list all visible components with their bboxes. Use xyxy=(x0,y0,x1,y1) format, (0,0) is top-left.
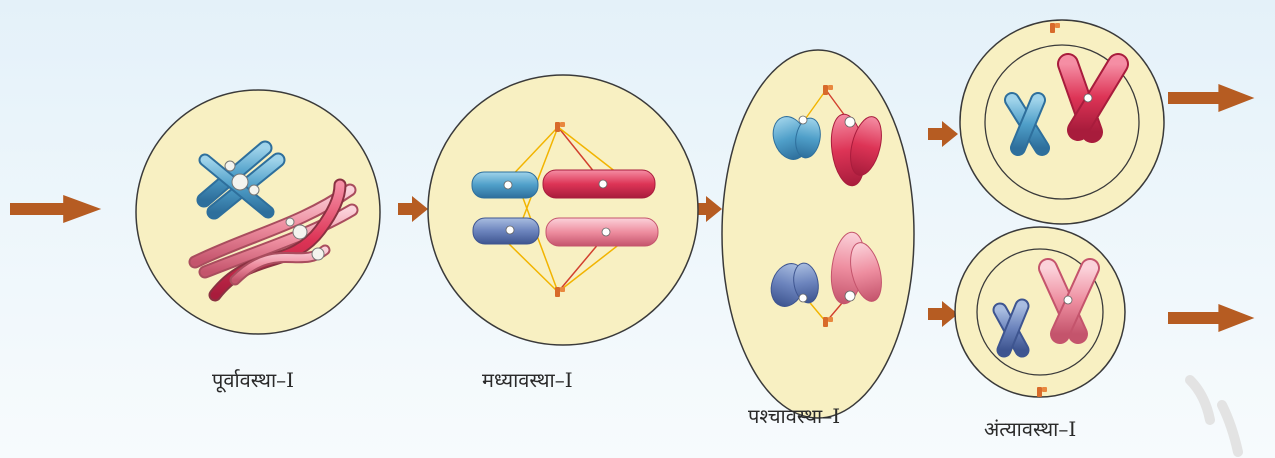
arrow-anaphase-to-telophase-bottom xyxy=(928,301,958,327)
output-arrow-top xyxy=(1168,84,1254,112)
prophase-label: पूर्वावस्था–I xyxy=(212,366,294,393)
telophase-cell-bottom xyxy=(955,227,1125,397)
metaphase-label: मध्यावस्था–I xyxy=(482,366,573,393)
input-arrow xyxy=(10,195,101,223)
watermark-mark xyxy=(1190,380,1238,452)
output-arrow-bottom xyxy=(1168,304,1254,332)
anaphase-cell xyxy=(722,50,914,418)
telophase-label: अंत्यावस्था–I xyxy=(984,415,1076,442)
arrow-anaphase-to-telophase-top xyxy=(928,121,958,147)
metaphase-cell xyxy=(428,75,698,345)
telophase-cell-top xyxy=(960,20,1164,224)
anaphase-label: पश्चावस्था–I xyxy=(748,402,840,429)
prophase-cell xyxy=(136,90,380,334)
arrow-prophase-to-metaphase xyxy=(398,196,428,222)
